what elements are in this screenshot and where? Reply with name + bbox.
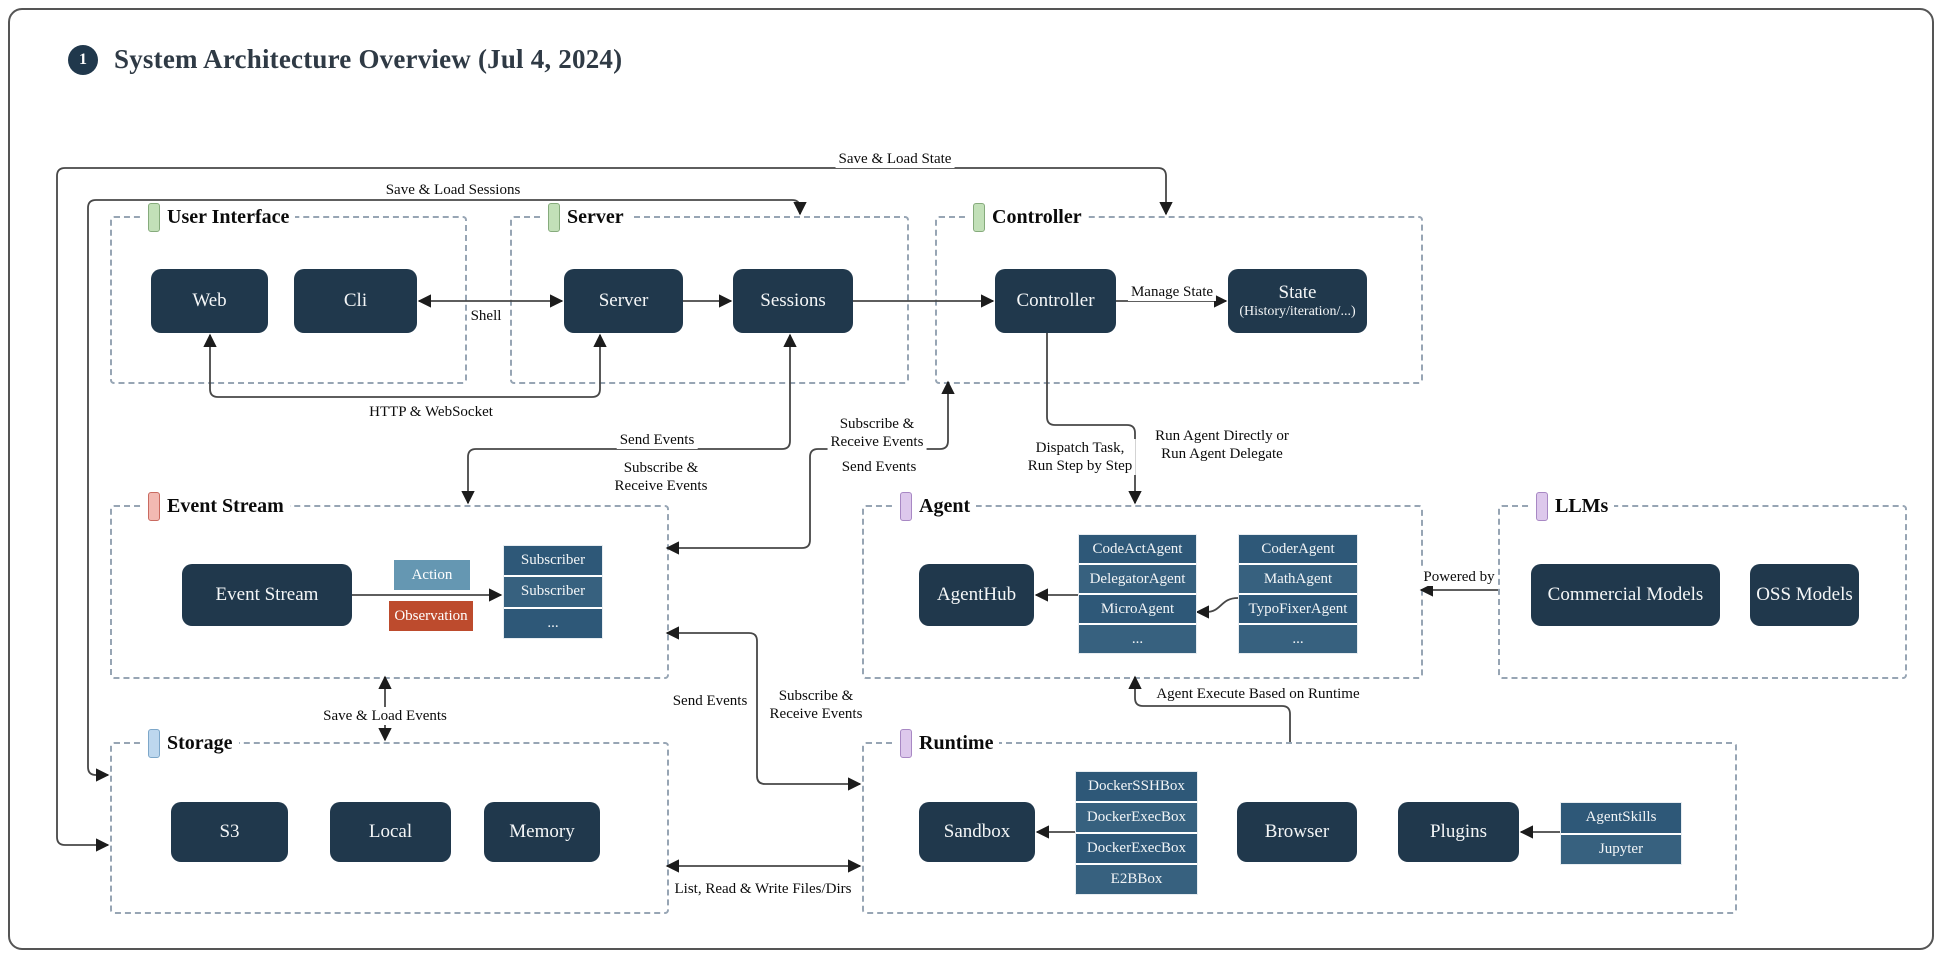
stack-row: DockerExecBox — [1076, 834, 1197, 865]
node-agenthub: AgentHub — [919, 564, 1034, 626]
stack-row: E2BBox — [1076, 865, 1197, 894]
node-label: Controller — [1016, 290, 1095, 312]
node-label: Web — [192, 290, 227, 312]
page-title: System Architecture Overview (Jul 4, 202… — [114, 44, 623, 74]
stack-row: Subscriber — [504, 577, 602, 609]
node-label: Plugins — [1429, 821, 1488, 843]
edge-label-save-load-sessions: Save & Load Sessions — [382, 181, 524, 199]
node-label: Sessions — [760, 290, 826, 312]
node-label: Memory — [509, 821, 575, 843]
node-label: OSS Models — [1756, 584, 1853, 606]
stack-row: ... — [1079, 625, 1196, 653]
stack-row: Jupyter — [1561, 834, 1681, 864]
diagram-outer-border — [8, 8, 1934, 950]
docker-stack: DockerSSHBox DockerExecBox DockerExecBox… — [1075, 771, 1198, 895]
node-sandbox: Sandbox — [919, 802, 1035, 862]
node-cli: Cli — [294, 269, 417, 333]
edge-label-subscribe-receive: Subscribe & Receive Events — [766, 687, 866, 723]
diagram-title-bar: 1 System Architecture Overview (Jul 4, 2… — [68, 44, 622, 75]
stack-row: AgentSkills — [1561, 803, 1681, 835]
node-s3: S3 — [171, 802, 288, 862]
node-label: Cli — [343, 290, 368, 312]
group-label: LLMs — [1555, 495, 1609, 517]
node-server: Server — [564, 269, 683, 333]
node-label: Commercial Models — [1547, 584, 1704, 606]
stack-row: TypoFixerAgent — [1239, 595, 1357, 625]
node-label: S3 — [219, 821, 240, 843]
node-state: State (History/iteration/...) — [1228, 269, 1367, 333]
node-browser: Browser — [1237, 802, 1357, 862]
stack-row: MicroAgent — [1079, 595, 1196, 625]
stack-row: CoderAgent — [1239, 535, 1357, 565]
edge-label-send-events: Send Events — [669, 692, 751, 710]
edge-label-send-events: Send Events — [838, 458, 920, 476]
group-tag-icon — [1536, 492, 1548, 521]
node-label: Event Stream — [215, 584, 319, 606]
edge-label-manage-state: Manage State — [1127, 283, 1217, 301]
agent-stack-b: CoderAgent MathAgent TypoFixerAgent ... — [1238, 534, 1358, 654]
node-label: Local — [368, 821, 413, 843]
node-label: AgentHub — [936, 584, 1017, 606]
group-llms: LLMs — [1498, 492, 1907, 679]
edge-label-dispatch-task: Dispatch Task, Run Step by Step — [1024, 439, 1136, 475]
stack-row: ... — [504, 608, 602, 638]
node-memory: Memory — [484, 802, 600, 862]
stack-row: MathAgent — [1239, 565, 1357, 595]
node-plugins: Plugins — [1398, 802, 1519, 862]
node-label: Server — [598, 290, 649, 312]
edge-label-save-load-events: Save & Load Events — [320, 707, 450, 725]
node-local: Local — [330, 802, 451, 862]
action-chip: Action — [394, 560, 470, 590]
edge-label-powered-by: Powered by — [1420, 568, 1498, 586]
node-label: State — [1278, 281, 1317, 303]
node-controller: Controller — [995, 269, 1116, 333]
node-sessions: Sessions — [733, 269, 853, 333]
stack-row: CodeActAgent — [1079, 535, 1196, 565]
stack-row: DelegatorAgent — [1079, 565, 1196, 595]
edge-label-http-websocket: HTTP & WebSocket — [366, 403, 496, 421]
stack-row: DockerExecBox — [1076, 803, 1197, 834]
stack-row: ... — [1239, 625, 1357, 653]
plugin-extension-stack: AgentSkills Jupyter — [1560, 802, 1682, 865]
edge-label-save-load-state: Save & Load State — [835, 150, 955, 168]
node-web: Web — [151, 269, 268, 333]
node-label: Sandbox — [943, 821, 1011, 843]
step-number-badge: 1 — [68, 44, 98, 75]
node-sublabel: (History/iteration/...) — [1239, 304, 1356, 320]
edge-label-list-read-write: List, Read & Write Files/Dirs — [671, 880, 855, 898]
node-oss-models: OSS Models — [1750, 564, 1859, 626]
agent-stack-a: CodeActAgent DelegatorAgent MicroAgent .… — [1078, 534, 1197, 654]
node-event-stream: Event Stream — [182, 564, 352, 626]
edge-label-subscribe-receive: Subscribe & Receive Events — [611, 459, 711, 495]
subscriber-stack: Subscriber Subscriber ... — [503, 545, 603, 639]
edge-label-run-agent: Run Agent Directly or Run Agent Delegate — [1152, 427, 1292, 463]
node-commercial-models: Commercial Models — [1531, 564, 1720, 626]
edge-label-agent-execute: Agent Execute Based on Runtime — [1153, 685, 1363, 703]
stack-row: DockerSSHBox — [1076, 772, 1197, 803]
node-label: Browser — [1264, 821, 1330, 843]
edge-label-subscribe-receive: Subscribe & Receive Events — [827, 415, 927, 451]
edge-label-send-events: Send Events — [616, 431, 698, 449]
edge-label-shell: Shell — [467, 307, 505, 325]
observation-chip: Observation — [389, 601, 473, 631]
stack-row: Subscriber — [504, 546, 602, 578]
